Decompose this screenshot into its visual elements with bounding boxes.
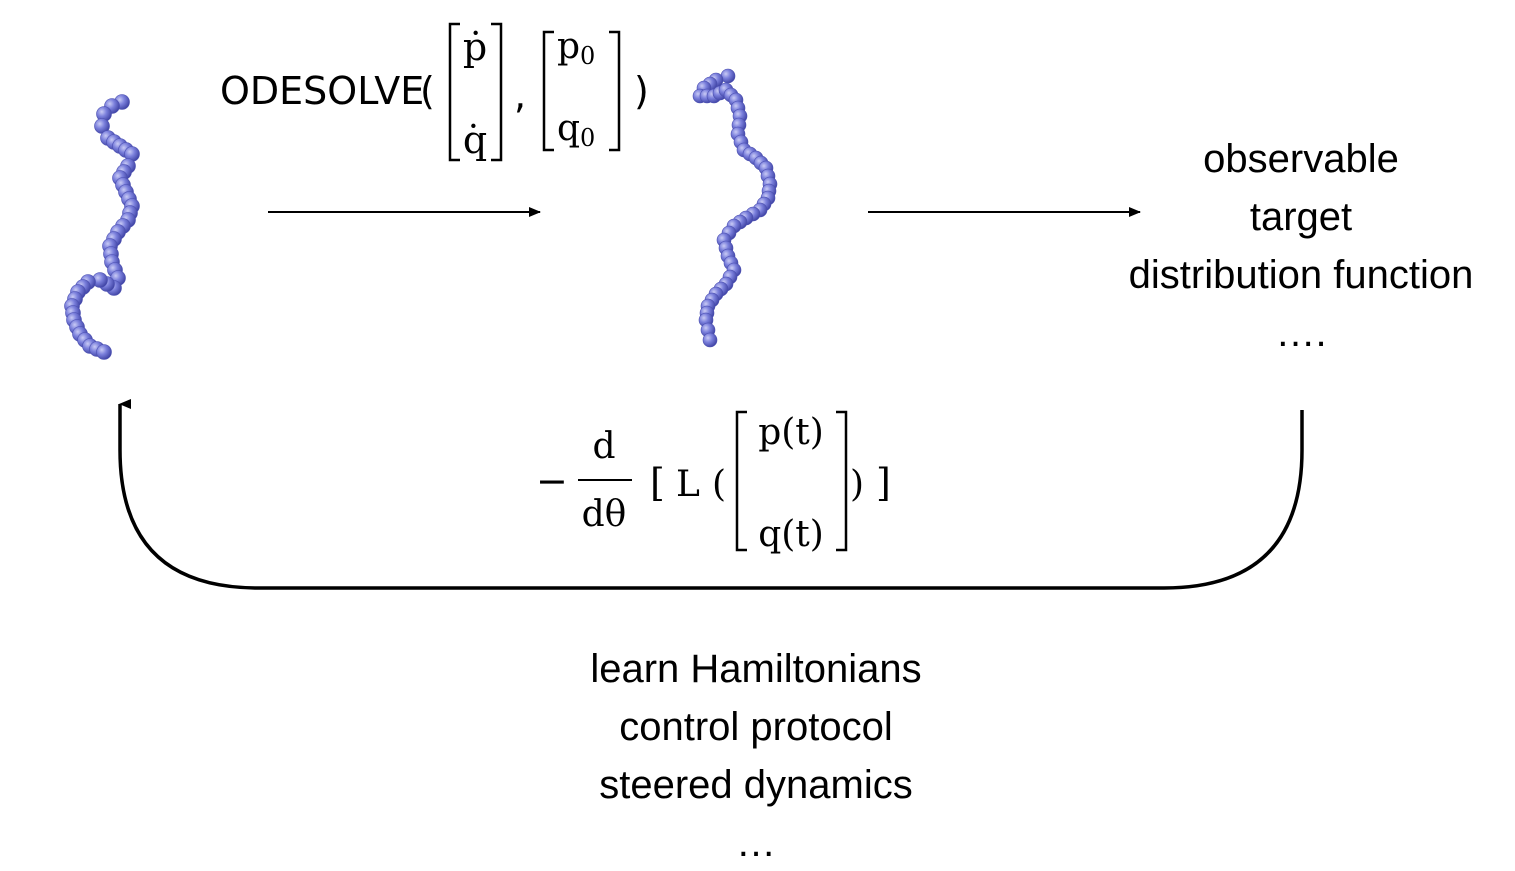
application-steered-dynamics: steered dynamics: [599, 763, 912, 807]
vec2-left-bracket: [542, 30, 554, 152]
output-target: target: [1250, 195, 1352, 239]
state-vec-q: q(t): [758, 514, 824, 555]
vec2-q0: q0: [557, 108, 595, 152]
application-control-protocol: control protocol: [619, 705, 892, 749]
vec1-left-bracket: [448, 22, 460, 162]
state-vec-right-bracket: [836, 410, 848, 552]
loss-close-paren: ): [850, 464, 864, 505]
backprop-loop-arrow: [118, 399, 1304, 590]
chain-bead: [702, 332, 718, 348]
state-vec-left-bracket: [735, 410, 747, 552]
gradient-formula: − d dθ [ L ( p(t) q(t) ) ]: [536, 410, 891, 555]
open-square-bracket: [: [650, 461, 665, 505]
output-observable: observable: [1203, 137, 1399, 181]
odesolve-formula: ODESOLVE ( ṗ q̇ , p0 q0 ): [220, 22, 649, 162]
polymer-chain-initial: [64, 94, 140, 360]
application-ellipsis: …: [736, 821, 776, 865]
derivative-denominator: dθ: [582, 494, 627, 535]
vec1-pdot: ṗ: [463, 25, 487, 69]
close-square-bracket: ]: [876, 461, 891, 505]
application-learn-hamiltonians: learn Hamiltonians: [590, 647, 921, 691]
odesolve-label: ODESOLVE: [220, 69, 424, 113]
polymer-chain-evolved: [692, 68, 778, 348]
vec1-right-bracket: [491, 22, 503, 162]
odesolve-close-paren: ): [634, 69, 649, 113]
vec2-right-bracket: [609, 30, 621, 152]
output-ellipsis: ….: [1275, 311, 1326, 355]
vec1-qdot: q̇: [463, 118, 487, 162]
chain-bead: [96, 344, 112, 360]
formula-comma: ,: [514, 73, 526, 117]
derivative-numerator: d: [592, 426, 615, 467]
output-distribution-function: distribution function: [1129, 253, 1474, 297]
applications-list: learn Hamiltonians control protocol stee…: [590, 647, 921, 865]
vec2-p0: p0: [557, 26, 595, 70]
loss-symbol: L: [676, 464, 700, 505]
minus-sign: −: [536, 459, 568, 503]
odesolve-open-paren: (: [420, 69, 435, 113]
loss-open-paren: (: [712, 464, 726, 505]
outputs-list: observable target distribution function …: [1129, 137, 1474, 355]
state-vec-p: p(t): [758, 412, 824, 453]
